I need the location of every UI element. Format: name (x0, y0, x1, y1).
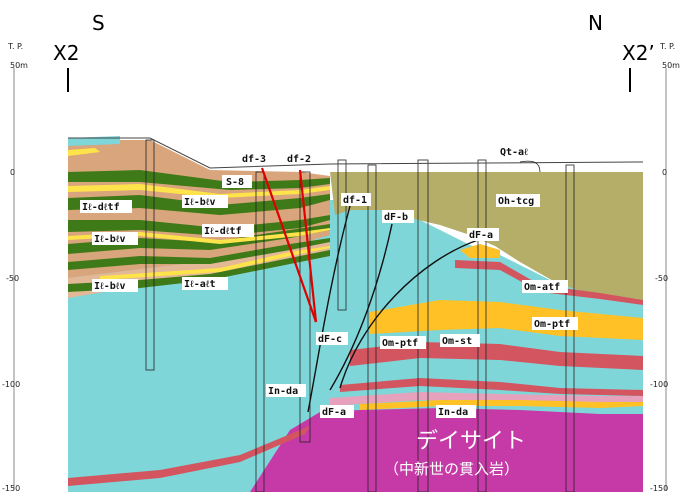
unit-label: In-da (438, 407, 468, 418)
tp-label-left: T. P. (7, 42, 23, 51)
dacite-label: デイサイト (416, 429, 526, 454)
direction-north-label: N (588, 11, 603, 35)
unit-label-s-8: S-8 (226, 177, 244, 188)
right-axis-ticks: 50m 0 -50 -100 -150 (650, 61, 680, 492)
unit-label: Iℓ-dℓtf (82, 202, 120, 213)
unit-label: Om-atf (524, 282, 560, 293)
fault-df-b (329, 223, 393, 391)
green-band (68, 224, 330, 254)
fault-label-df-c: dF-c (318, 334, 342, 345)
fault-df-1 (307, 205, 351, 413)
left-tick-label: -100 (2, 380, 20, 389)
borehole (255, 171, 265, 492)
left-tick-label: 0 (10, 168, 15, 177)
borehole (417, 159, 429, 492)
label-bg (266, 384, 306, 397)
label-bg (496, 194, 540, 207)
label-bg (382, 210, 414, 223)
section-start-label: X2 (53, 41, 79, 65)
left-tick-label: 50m (10, 61, 28, 70)
label-bg (80, 200, 132, 213)
fault-label-df-1: df-1 (343, 195, 367, 206)
dacite-sublabel: （中新世の貫入岩） (384, 460, 519, 478)
label-bg (182, 195, 228, 208)
qt-al-leader (519, 160, 541, 173)
right-tick-label: -50 (655, 274, 668, 283)
layer-orange-upper (460, 244, 500, 258)
unit-label: Oh-tcg (498, 196, 534, 207)
label-bg (92, 279, 138, 292)
fault-label-df-2: df-2 (287, 154, 311, 165)
unit-label: Om-ptf (382, 338, 418, 349)
label-bg (92, 232, 138, 245)
label-bg (532, 317, 578, 330)
section-end-label: X2’ (622, 41, 655, 65)
label-bg (182, 277, 228, 290)
unit-label: Iℓ-dℓtf (204, 226, 242, 237)
direction-south-label: S (92, 11, 105, 35)
label-bg (440, 334, 480, 347)
green-band (68, 238, 330, 270)
left-tick-label: -150 (2, 484, 20, 492)
fault-label-df-b: dF-b (384, 212, 408, 223)
yellow-band (100, 246, 330, 280)
label-bg (320, 405, 354, 418)
right-tick-label: -100 (650, 380, 668, 389)
right-tick-label: 50m (662, 61, 680, 70)
layer-orange-lower (360, 400, 643, 410)
unit-label: Om-st (442, 336, 472, 347)
label-bg (316, 332, 348, 345)
label-bg (202, 224, 254, 237)
label-bg (436, 405, 476, 418)
fault-df-a (339, 239, 479, 389)
yellow-band (68, 184, 330, 198)
fault-label-df-3: df-3 (242, 154, 266, 165)
right-tick-label: -150 (650, 484, 668, 492)
unit-label: Iℓ-aℓt (184, 279, 216, 290)
unit-label: Om-ptf (534, 319, 570, 330)
fault-df-2 (298, 169, 318, 323)
ground-surface (68, 137, 644, 169)
yellow-band (68, 148, 100, 156)
fault-label-df-a: dF-a (469, 230, 493, 241)
label-bg (467, 228, 499, 241)
label-bg (341, 193, 371, 206)
black-faults (307, 205, 479, 413)
left-axis-ticks: 50m 0 -50 -100 -150 (2, 61, 28, 492)
unit-label: In-da (268, 386, 298, 397)
red-faults (260, 167, 318, 323)
layer-lower-red-wedge (68, 426, 310, 486)
label-bg (380, 336, 426, 349)
borehole (145, 139, 155, 371)
unit-label: Iℓ-bℓv (94, 281, 126, 292)
green-band (68, 215, 330, 236)
left-tick-label: -50 (6, 274, 19, 283)
unit-label: Iℓ-bℓv (184, 197, 216, 208)
green-band (68, 170, 330, 190)
layer-red-lower (340, 378, 643, 396)
unit-label: Iℓ-bℓv (94, 234, 126, 245)
borehole (477, 159, 487, 492)
right-tick-label: 0 (662, 168, 667, 177)
unit-label: Qt-aℓ (500, 147, 528, 158)
fault-label-df-a-lower: dF-a (322, 407, 346, 418)
tp-label-right: T. P. (659, 42, 675, 51)
fault-df-3 (260, 167, 318, 323)
layer-dacite-magenta (250, 408, 643, 492)
borehole (337, 159, 347, 311)
label-bg (522, 280, 568, 293)
layer-red-upper (455, 260, 643, 305)
label-bg (222, 175, 252, 188)
